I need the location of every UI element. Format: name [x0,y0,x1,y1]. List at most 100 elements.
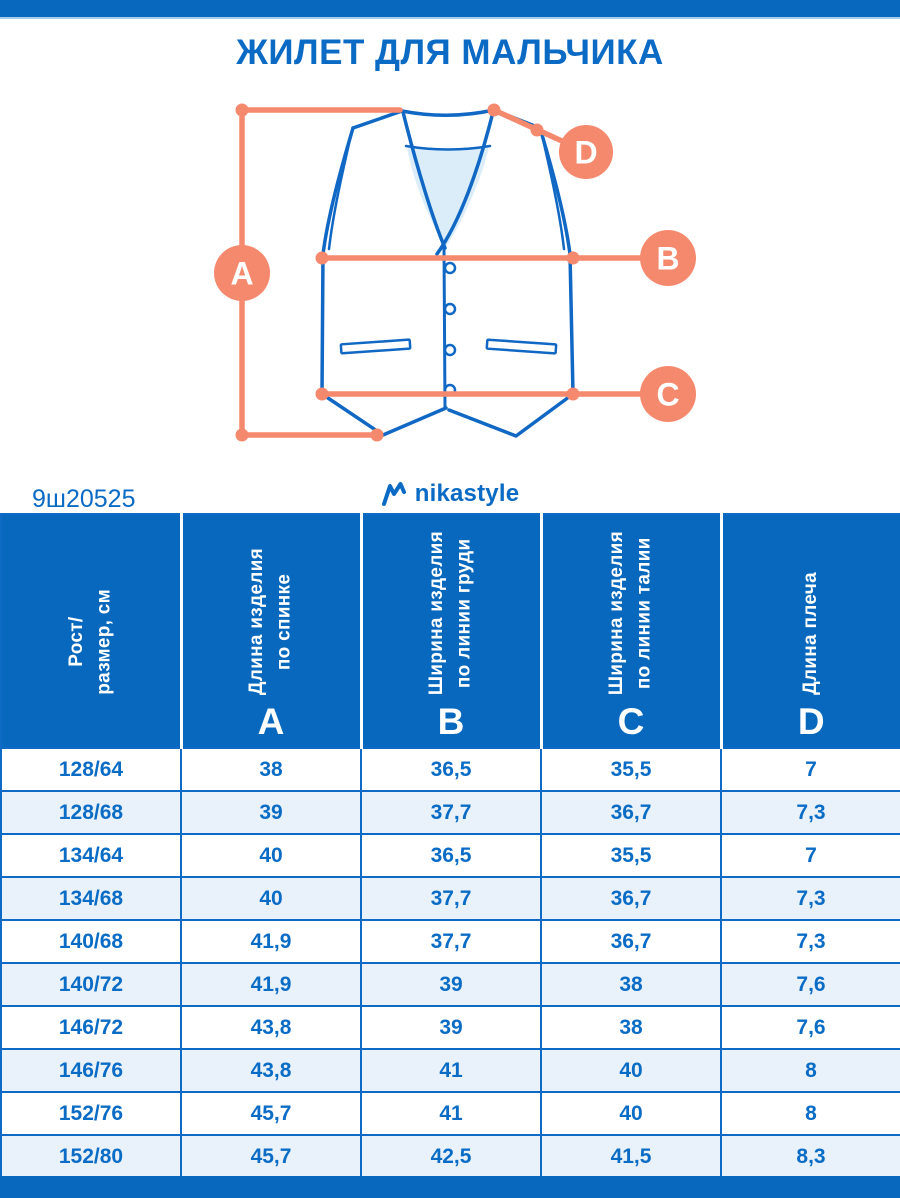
marker-a-label: A [230,256,253,292]
vest-buttons [443,261,457,397]
size-cell: 134/68 [0,876,182,921]
measure-line-c [315,387,671,401]
value-cell: 35,5 [540,747,722,792]
table-row: 140/72 41,9 39 38 7,6 [0,962,900,1007]
value-cell: 36,5 [360,833,542,878]
column-header-chest-width: Ширина изделия по линии груди B [359,514,541,748]
value-cell: 35,5 [540,833,722,878]
value-cell: 43,8 [180,1048,362,1093]
column-header-shoulder-length: Длина плеча D [719,514,900,748]
endpoint-dot [566,251,580,265]
column-letter: D [797,701,825,742]
value-cell: 40 [180,833,362,878]
table-row: 146/76 43,8 41 40 8 [0,1048,900,1093]
value-cell: 7,3 [720,790,900,835]
size-cell: 128/68 [0,790,182,835]
endpoint-dot [487,103,501,117]
value-cell: 38 [540,1005,722,1050]
value-cell: 40 [540,1048,722,1093]
value-cell: 42,5 [360,1134,542,1179]
value-cell: 38 [540,962,722,1007]
value-cell: 7 [720,747,900,792]
endpoint-dot [566,387,580,401]
table-row: 128/64 38 36,5 35,5 7 [0,747,900,792]
value-cell: 8 [720,1048,900,1093]
value-cell: 45,7 [180,1091,362,1136]
value-cell: 37,7 [360,790,542,835]
brand-logo: nikastyle [0,480,900,508]
bottom-accent-bar [0,1176,900,1198]
column-letter: B [437,701,465,742]
table-header-row: Рост/ размер, см Длина изделия по спинке… [1,514,900,748]
endpoint-dot [530,123,544,137]
value-cell: 45,7 [180,1134,362,1179]
value-cell: 8 [720,1091,900,1136]
value-cell: 36,5 [360,747,542,792]
table-row: 152/76 45,7 41 40 8 [0,1091,900,1136]
value-cell: 7,6 [720,962,900,1007]
table-row: 140/68 41,9 37,7 36,7 7,3 [0,919,900,964]
marker-b-label: B [656,241,679,277]
value-cell: 36,7 [540,919,722,964]
vest-measurement-diagram: A B C D [214,103,696,442]
endpoint-dot [235,428,249,442]
value-cell: 39 [360,962,542,1007]
marker-c-badge [640,366,696,422]
value-cell: 39 [360,1005,542,1050]
value-cell: 40 [180,876,362,921]
value-cell: 36,7 [540,790,722,835]
value-cell: 39 [180,790,362,835]
marker-c-label: C [656,377,679,413]
value-cell: 41 [360,1091,542,1136]
size-cell: 152/76 [0,1091,182,1136]
table-row: 134/64 40 36,5 35,5 7 [0,833,900,878]
nikastyle-logo-icon [381,482,406,506]
value-cell: 43,8 [180,1005,362,1050]
measure-lines: A B C D [214,103,696,442]
table-row: 152/80 45,7 42,5 41,5 8,3 [0,1134,900,1179]
size-cell: 146/72 [0,1005,182,1050]
value-cell: 41,9 [180,919,362,964]
column-header-size: Рост/ размер, см [1,514,181,748]
endpoint-dot [315,387,329,401]
value-cell: 41,5 [540,1134,722,1179]
size-cell: 128/64 [0,747,182,792]
table-row: 128/68 39 37,7 36,7 7,3 [0,790,900,835]
page-title: ЖИЛЕТ ДЛЯ МАЛЬЧИКА [236,33,664,72]
table-row: 134/68 40 37,7 36,7 7,3 [0,876,900,921]
size-cell: 140/68 [0,919,182,964]
marker-d-badge [559,125,613,179]
value-cell: 37,7 [360,876,542,921]
table-row: 146/72 43,8 39 38 7,6 [0,1005,900,1050]
marker-a-badge [214,245,270,301]
size-cell: 140/72 [0,962,182,1007]
size-cell: 152/80 [0,1134,182,1179]
size-table: Рост/ размер, см Длина изделия по спинке… [0,513,900,1179]
value-cell: 7 [720,833,900,878]
value-cell: 7,6 [720,1005,900,1050]
brand-name: nikastyle [414,480,520,507]
size-cell: 146/76 [0,1048,182,1093]
value-cell: 41 [360,1048,542,1093]
column-letter: C [617,701,645,742]
vest-pockets [339,338,558,355]
endpoint-dot [370,428,384,442]
endpoint-dot [235,103,249,117]
value-cell: 36,7 [540,876,722,921]
size-cell: 134/64 [0,833,182,878]
value-cell: 8,3 [720,1134,900,1179]
endpoint-dot [315,251,329,265]
article-number: 9ш20525 [32,485,136,513]
column-header-back-length: Длина изделия по спинке A [179,514,361,748]
value-cell: 7,3 [720,919,900,964]
vest-neck-fill [407,147,489,247]
value-cell: 7,3 [720,876,900,921]
marker-b-badge [640,230,696,286]
measure-line-b [315,251,671,265]
value-cell: 38 [180,747,362,792]
value-cell: 37,7 [360,919,542,964]
column-letter: A [257,701,285,742]
marker-d-label: D [574,135,597,171]
vest-outline [320,108,575,438]
value-cell: 40 [540,1091,722,1136]
